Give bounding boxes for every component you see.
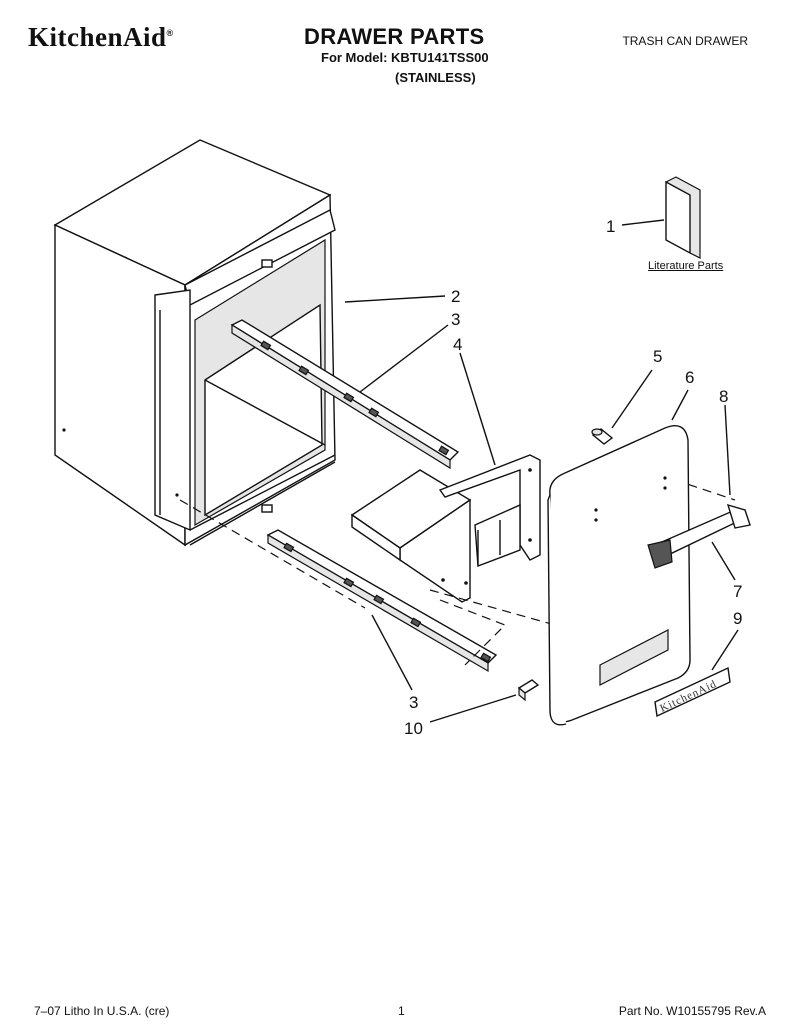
callout-2: 2: [451, 287, 460, 306]
registered-mark: ®: [166, 28, 174, 38]
drawer-front-panel: [547, 425, 691, 726]
slide-rail-lower: [266, 529, 498, 673]
alignment-line-rail: [439, 599, 507, 666]
alignment-line-bracket: [429, 589, 556, 626]
callout-10: 10: [404, 719, 423, 738]
section-title: TRASH CAN DRAWER: [622, 34, 748, 48]
footer-litho: 7–07 Litho In U.S.A. (cre): [34, 1004, 170, 1018]
literature-booklet: [665, 176, 701, 259]
callout-4: 4: [453, 335, 462, 354]
pivot-pin: [591, 428, 614, 445]
drawer-bracket: [350, 454, 541, 603]
callout-6: 6: [685, 368, 694, 387]
callout-3-upper: 3: [451, 310, 460, 329]
rail-clip: [517, 679, 540, 702]
model-variant: (STAINLESS): [395, 70, 476, 85]
callout-numbers: 1 2 3 4 5 6 8 7 9 3 10: [404, 217, 742, 738]
callout-9: 9: [733, 609, 742, 628]
callout-3-lower: 3: [409, 693, 418, 712]
page-title: DRAWER PARTS: [304, 24, 485, 49]
callout-1: 1: [606, 217, 615, 236]
callout-8: 8: [719, 387, 728, 406]
literature-parts-label: Literature Parts: [648, 260, 724, 272]
footer-part-number: Part No. W10155795 Rev.A: [618, 1004, 766, 1018]
model-number: For Model: KBTU141TSS00: [321, 50, 489, 65]
brand-name: KitchenAid: [28, 22, 167, 52]
callout-5: 5: [653, 347, 662, 366]
footer-page-number: 1: [398, 1004, 405, 1018]
leader-lines: [344, 219, 739, 723]
alignment-line-cabinet: [179, 499, 366, 609]
cabinet-tub: [53, 139, 336, 547]
drawer-handle: [647, 503, 751, 569]
slide-rail-upper: [230, 319, 460, 470]
callout-7: 7: [733, 582, 742, 601]
alignment-line-handle: [659, 474, 736, 501]
brand-logo: KitchenAid®: [28, 22, 174, 53]
